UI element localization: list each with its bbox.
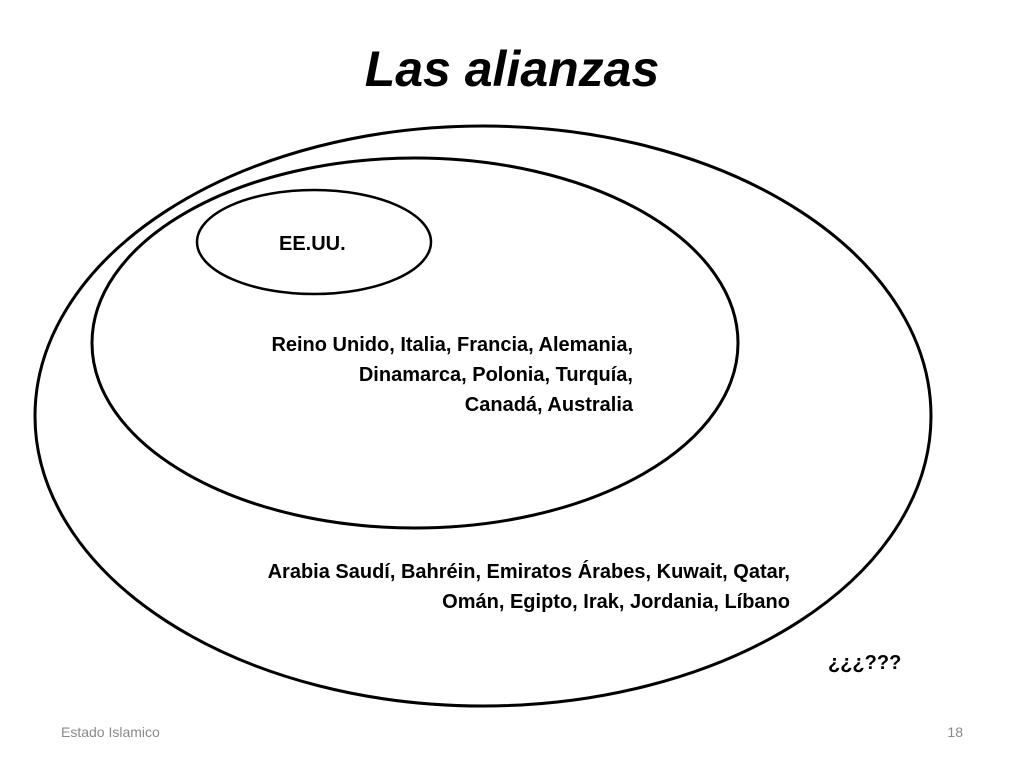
western-allies-line: Reino Unido, Italia, Francia, Alemania, [271, 334, 633, 356]
outer-ellipse [33, 124, 933, 708]
middle-ellipse [90, 156, 740, 530]
regional-allies-label: Arabia Saudí, Bahréin, Emiratos Árabes, … [268, 557, 790, 617]
regional-allies-line: Arabia Saudí, Bahréin, Emiratos Árabes, … [267, 561, 790, 583]
regional-allies-line: Omán, Egipto, Irak, Jordania, Líbano [442, 591, 790, 613]
usa-label: EE.UU. [279, 233, 346, 255]
footer-text: Estado Islamico [61, 724, 160, 740]
western-allies-line: Dinamarca, Polonia, Turquía, [358, 364, 633, 386]
western-allies-line: Canadá, Australia [464, 394, 633, 416]
slide-title: Las alianzas [364, 41, 660, 97]
western-allies-label: Reino Unido, Italia, Francia, Alemania, … [271, 330, 633, 420]
inner-ellipse [195, 188, 433, 296]
unknown-label: ¿¿¿??? [828, 652, 902, 674]
page-number: 18 [947, 724, 963, 740]
